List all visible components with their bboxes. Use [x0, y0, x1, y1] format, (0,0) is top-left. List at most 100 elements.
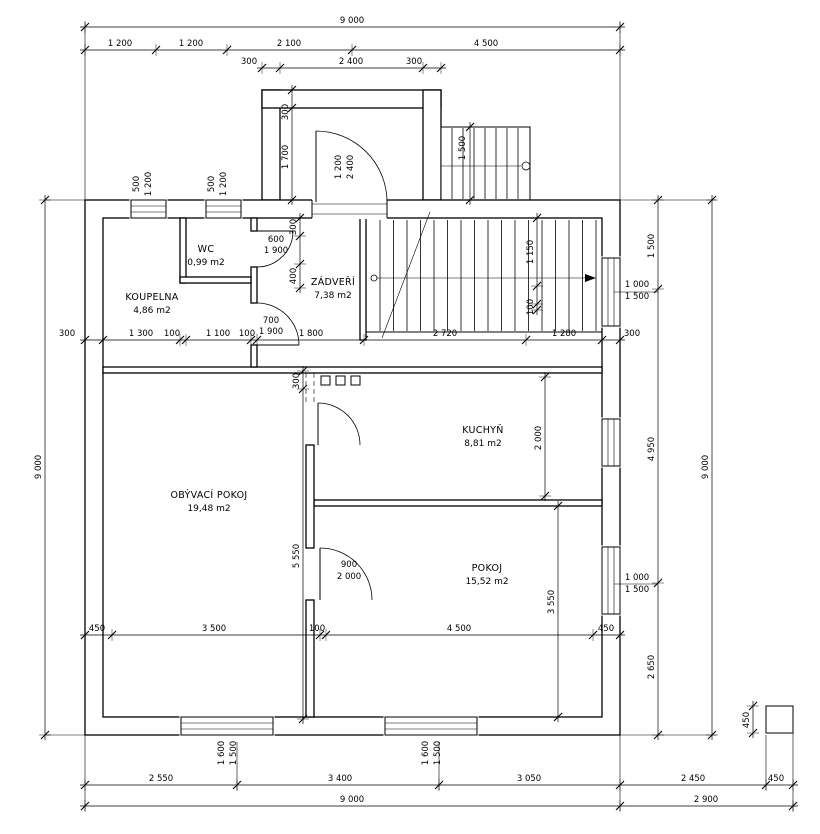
dimension-text: 2 650 — [647, 655, 657, 679]
dimension-text: 100 — [239, 329, 255, 339]
dimension-text: 1 500 — [458, 136, 468, 160]
wall-upper-rooms — [102, 366, 603, 374]
porch-right-wall — [422, 89, 442, 201]
stair-break-line — [381, 211, 431, 339]
wall-wc-vertical — [179, 217, 187, 284]
steps-treads — [451, 128, 519, 199]
room-name: OBÝVACÍ POKOJ — [170, 489, 247, 501]
dimension-text: 700 — [263, 316, 279, 326]
room-name: POKOJ — [472, 563, 503, 574]
dimension-text: 2 720 — [433, 329, 457, 339]
dimension-text: 300 — [624, 329, 640, 339]
dimension-text: 1 900 — [264, 246, 288, 256]
room-area: 8,81 m2 — [464, 439, 501, 449]
room-area: 0,99 m2 — [187, 258, 224, 268]
fixture-square-3 — [350, 375, 361, 386]
dimension-text: 300 — [406, 57, 422, 67]
dimension-text: 400 — [289, 268, 299, 284]
wall-stairwell — [359, 217, 367, 341]
dimension-text: 100 — [164, 329, 180, 339]
dimension-text: 1 500 — [625, 585, 649, 595]
dimension-text: 300 — [241, 57, 257, 67]
window-bottom-pokoj — [383, 715, 479, 737]
dimension-text: 500 — [132, 176, 142, 192]
window-right-pokoj — [600, 545, 622, 616]
dimension-text: 1 000 — [625, 573, 649, 583]
wall-bath-hall-1 — [250, 217, 258, 232]
kitchen-door-swing — [317, 402, 361, 446]
dimension-text: 1 300 — [129, 329, 153, 339]
dimension-text: 450 — [768, 774, 784, 784]
dimension-text: 3 500 — [202, 624, 226, 634]
dimension-text: 1 500 — [625, 292, 649, 302]
dimension-text: 900 — [341, 560, 357, 570]
fixture-square-2 — [335, 375, 346, 386]
wall-wc-horizontal — [179, 276, 252, 284]
dimension-text: 300 — [292, 373, 302, 389]
dimension-text: 1 200 — [144, 172, 154, 196]
dimension-text: 1 700 — [281, 145, 291, 169]
dimension-lines — [39, 21, 798, 812]
dimension-text: 1 900 — [259, 327, 283, 337]
dimension-text: 1 200 — [334, 155, 344, 179]
room-area: 7,38 m2 — [314, 291, 351, 301]
dimension-text: 2 900 — [694, 795, 718, 805]
dimension-text: 2 400 — [339, 57, 363, 67]
dimension-text: 4 950 — [647, 437, 657, 461]
window-bottom-living — [179, 715, 275, 737]
dimension-text: 450 — [742, 712, 752, 728]
dimension-text: 4 500 — [474, 39, 498, 49]
newel-post — [521, 161, 531, 171]
dimension-text: 2 450 — [681, 774, 705, 784]
dimension-text: 1 000 — [625, 280, 649, 290]
dimension-text: 300 — [59, 329, 75, 339]
dimension-text: 100 — [526, 299, 536, 315]
front-door-swing — [315, 130, 388, 203]
interior-doors — [256, 230, 373, 601]
dimension-text: 2 100 — [277, 39, 301, 49]
room-area: 19,48 m2 — [187, 504, 230, 514]
stair-direction-arrow — [585, 274, 596, 282]
kitchen-fixtures — [320, 375, 361, 386]
room-area: 15,52 m2 — [465, 577, 508, 587]
front-door — [311, 130, 388, 219]
dimension-text: 5 550 — [292, 544, 302, 568]
dimension-text: 1 500 — [647, 234, 657, 258]
wall-center-upper — [305, 444, 315, 549]
room-name: WC — [198, 244, 215, 255]
dimension-text: 500 — [207, 176, 217, 192]
dimension-text: 1 150 — [526, 240, 536, 264]
wall-bath-hall-2 — [250, 266, 258, 304]
windows — [129, 198, 622, 737]
dimension-text: 1 280 — [552, 329, 576, 339]
exterior-wall-inner — [102, 217, 603, 718]
dimension-text: 9 000 — [701, 455, 711, 479]
witness-lines — [45, 22, 794, 811]
dimension-text: 300 — [281, 104, 291, 120]
dimension-text: 1 100 — [206, 329, 230, 339]
staircase — [370, 211, 597, 339]
interior-walls — [102, 217, 603, 718]
dimension-text: 300 — [289, 219, 299, 235]
house-walls — [84, 199, 621, 736]
dimension-text: 9 000 — [340, 16, 364, 26]
dimension-text: 100 — [309, 624, 325, 634]
dimension-text: 3 050 — [517, 774, 541, 784]
pokoj-door-swing — [319, 547, 373, 601]
dimension-text: 3 550 — [547, 590, 557, 614]
dimension-text: 1 600 — [421, 741, 431, 765]
bathroom-door-swing — [256, 302, 300, 346]
window-top-1 — [129, 198, 168, 220]
dimension-text: 1 500 — [229, 741, 239, 765]
wall-bath-hall-3 — [250, 344, 258, 368]
dimension-text: 2 550 — [149, 774, 173, 784]
dimension-text: 1 200 — [108, 39, 132, 49]
entry-steps — [440, 126, 531, 201]
dimension-text: 1 200 — [219, 172, 229, 196]
wc-door-swing — [256, 230, 294, 268]
outbuilding-square — [765, 705, 794, 734]
fixture-square-1 — [320, 375, 331, 386]
room-name: KOUPELNA — [125, 292, 178, 303]
